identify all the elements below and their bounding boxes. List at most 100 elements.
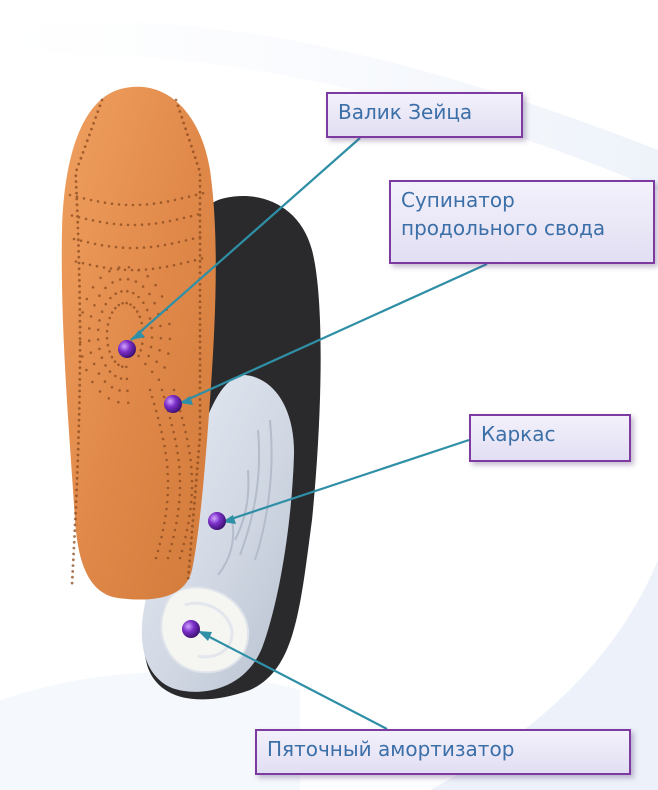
perforation-dot [137, 354, 140, 358]
perforation-dot [98, 220, 102, 224]
perforation-dot [196, 461, 200, 465]
perforation-dot [198, 248, 202, 252]
perforation-dot [182, 216, 186, 220]
perforation-dot [72, 540, 76, 544]
perforation-dot [165, 265, 169, 268]
perforation-dot [98, 104, 102, 108]
perforation-dot [75, 471, 79, 474]
perforation-dot [100, 356, 104, 360]
perforation-dot [161, 221, 165, 224]
perforation-dot [97, 372, 101, 375]
perforation-dot [200, 257, 204, 260]
perforation-dot [188, 514, 191, 518]
label-supinator-line1: Супинатор [401, 188, 515, 212]
perforation-dot [192, 513, 195, 517]
perforation-dot [186, 260, 190, 264]
perforation-dot [178, 493, 181, 497]
label-supinator-line2: продольного свода [401, 216, 606, 240]
perforation-dot [198, 438, 202, 442]
perforation-dot [75, 209, 79, 213]
perforation-dot [126, 223, 130, 227]
perforation-dot [198, 288, 202, 292]
perforation-dot [150, 370, 154, 374]
perforation-dot [92, 362, 96, 366]
perforation-dot [187, 444, 190, 448]
perforation-dot [123, 268, 127, 272]
perforation-dot [184, 239, 188, 242]
perforation-dot [73, 529, 77, 533]
perforation-dot [76, 220, 80, 224]
perforation-dot [150, 395, 154, 399]
perforation-dot [190, 472, 193, 476]
perforation-dot [106, 323, 110, 326]
perforation-dot [194, 193, 198, 197]
perforation-dot [187, 570, 191, 574]
perforation-dot [198, 432, 202, 436]
perforation-dot [77, 418, 81, 422]
perforation-dot [126, 289, 129, 293]
perforation-dot [178, 409, 182, 413]
perforation-dot [189, 500, 193, 504]
perforation-dot [78, 340, 82, 344]
perforation-dot [137, 268, 141, 272]
perforation-dot [177, 507, 180, 511]
perforation-dot [198, 369, 202, 373]
perforation-dot [190, 536, 193, 540]
perforation-dot [96, 338, 100, 341]
perforation-dot [77, 407, 81, 410]
perforation-dot [187, 195, 191, 198]
leader-line-valik [130, 137, 361, 341]
perforation-dot [96, 328, 100, 332]
perforation-dot [168, 337, 172, 341]
perforation-dot [91, 219, 95, 222]
perforation-dot [180, 416, 184, 420]
perforation-dot [78, 395, 81, 399]
perforation-dot [177, 458, 180, 462]
insole-leather-top [61, 86, 216, 600]
perforation-dot [167, 352, 170, 355]
perforation-dot [83, 145, 87, 149]
perforation-dot [89, 351, 93, 355]
perforation-dot [182, 121, 186, 125]
perforation-dot [165, 507, 168, 511]
perforation-dot [78, 389, 81, 393]
perforation-dot [148, 388, 152, 392]
perforation-dot [176, 451, 179, 455]
perforation-dot [178, 472, 181, 476]
perforation-dot [175, 218, 179, 221]
perforation-dot [74, 511, 77, 515]
perforation-dot [147, 354, 150, 358]
perforation-dot [75, 203, 79, 207]
perforation-dot [198, 271, 202, 275]
perforation-dot [145, 203, 149, 206]
perforation-dot [194, 490, 197, 494]
perforation-dot [180, 115, 184, 119]
perforation-dot [72, 552, 75, 556]
perforation-dot [110, 202, 114, 205]
perforation-dot [189, 542, 193, 545]
label-supinator: Супинатор продольного свода [389, 180, 655, 264]
perforation-dot [198, 235, 202, 239]
perforation-dot [78, 331, 82, 335]
perforation-dot [75, 494, 78, 498]
perforation-dot [96, 200, 100, 203]
perforation-dot [191, 237, 195, 240]
perforation-dot [198, 363, 202, 367]
perforation-dot [131, 291, 135, 295]
perforation-dot [78, 302, 82, 306]
perforation-dot [76, 226, 80, 230]
perforation-dot [191, 150, 195, 154]
markers [118, 340, 226, 638]
perforation-dot [91, 286, 95, 289]
perforation-dot [77, 412, 81, 416]
perforation-dot [176, 104, 180, 108]
perforation-dot [92, 121, 95, 125]
perforation-dot [75, 191, 78, 195]
perforation-dot [77, 261, 81, 265]
perforation-dot [198, 398, 202, 401]
perforation-dot [159, 336, 163, 340]
perforation-dot [141, 285, 145, 288]
perforation-dot [198, 179, 202, 183]
perforation-dot [198, 329, 202, 332]
perforation-dot [78, 383, 82, 387]
